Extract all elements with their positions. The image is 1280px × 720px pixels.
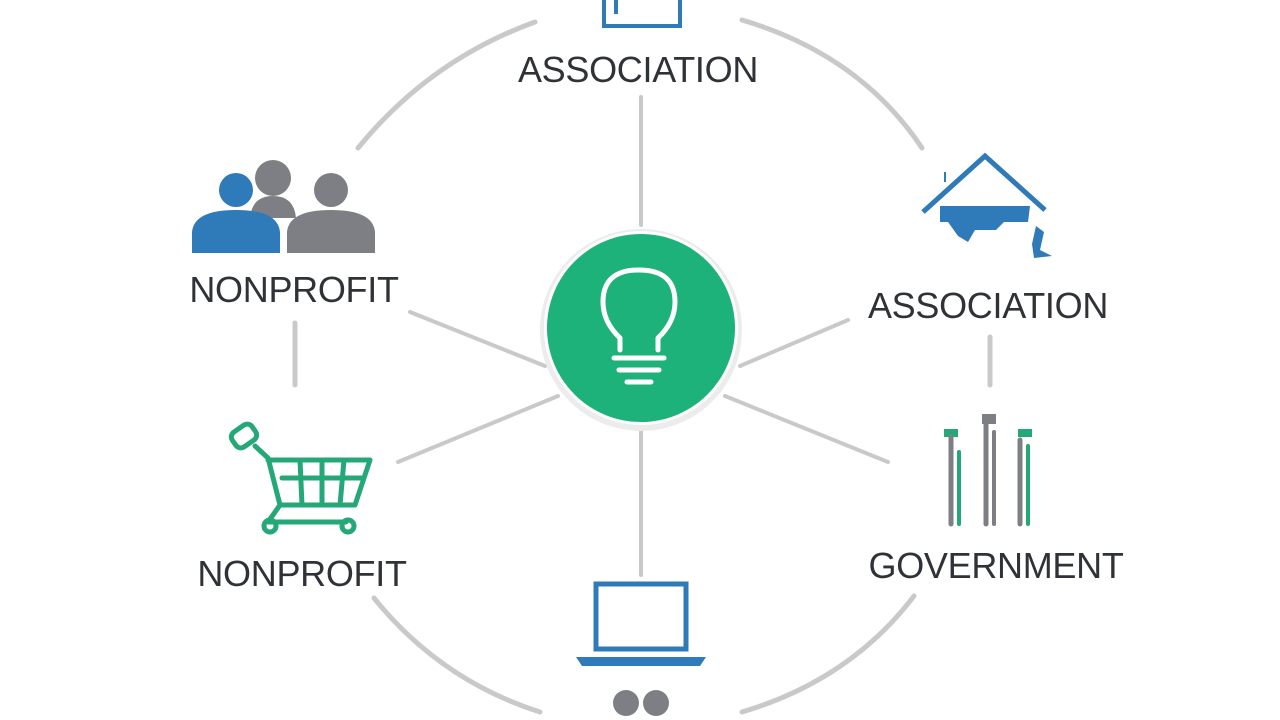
shopping-cart-icon: [228, 421, 373, 535]
spoke-upper-right: [738, 318, 850, 368]
node-label-upper-right: ASSOCIATION: [867, 285, 1109, 326]
spoke-upper-left: [408, 310, 547, 368]
columns-icon: [944, 414, 1032, 527]
lightbulb-icon: [600, 267, 678, 385]
outer-ring: [292, 17, 993, 715]
laptop-icon: [576, 581, 706, 716]
spoke-lower-right: [723, 394, 890, 464]
ring-segment-bottom-right: [739, 593, 917, 715]
spoke-lower-left: [396, 394, 560, 464]
node-label-lower-left: NONPROFIT: [197, 553, 407, 594]
center-hub-circle: [547, 234, 735, 422]
node-label-lower-right: GOVERNMENT: [868, 545, 1124, 586]
document-icon: [602, 0, 682, 28]
people-group-icon: [192, 160, 375, 253]
house-icon: [921, 152, 1052, 258]
center-hub: [540, 229, 742, 431]
ring-segment-top-left: [355, 19, 538, 151]
node-label-upper-left: NONPROFIT: [189, 269, 399, 310]
ring-segment-bottom-left: [371, 595, 543, 715]
node-label-top: ASSOCIATION: [517, 49, 759, 90]
ring-segment-top-right: [739, 17, 925, 151]
spokes: [396, 95, 890, 577]
